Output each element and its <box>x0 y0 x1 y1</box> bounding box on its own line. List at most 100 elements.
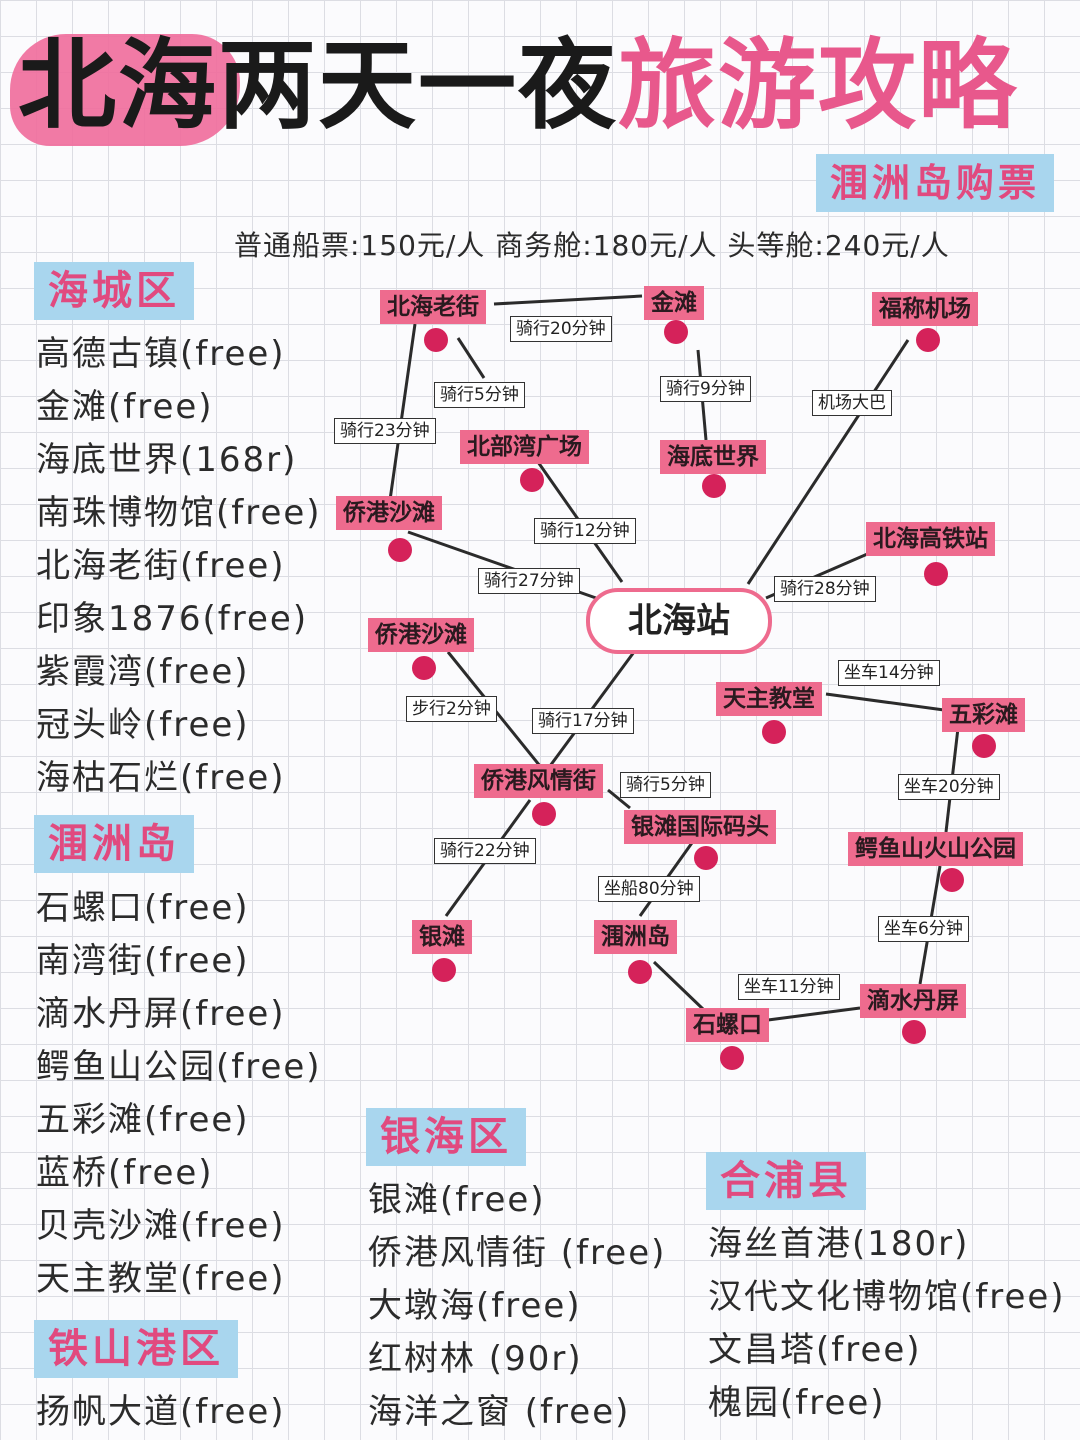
title-black-text: 两天一夜 <box>218 29 619 143</box>
node-qiaogang-beach-2: 侨港沙滩 <box>368 618 474 652</box>
attraction-item: 海底世界(168r) <box>36 440 298 480</box>
node-dot <box>924 562 948 586</box>
edge-label: 坐车20分钟 <box>898 774 1000 800</box>
node-beibu-gulf-square: 北部湾广场 <box>460 430 589 464</box>
district-haicheng-header: 海城区 <box>34 262 194 320</box>
edge-label: 骑行20分钟 <box>510 316 612 342</box>
title-pink-text: 旅游攻略 <box>618 29 1019 143</box>
title-highlight-text: 北海 <box>18 29 219 143</box>
node-shiluokou: 石螺口 <box>686 1008 769 1042</box>
edge-label: 骑行9分钟 <box>660 376 751 402</box>
attraction-item: 文昌塔(free) <box>708 1330 922 1370</box>
edge-line <box>652 960 706 1012</box>
edge-label: 骑行28分钟 <box>774 576 876 602</box>
node-dot <box>916 328 940 352</box>
edge-label: 坐车6分钟 <box>878 916 969 942</box>
node-dot <box>972 734 996 758</box>
node-dot <box>702 474 726 498</box>
ticket-header: 涠洲岛购票 <box>816 154 1055 212</box>
edge-label: 骑行23分钟 <box>334 418 436 444</box>
title-text: 北海两天一夜旅游攻略 <box>18 26 1018 146</box>
node-eyushan-park: 鳄鱼山火山公园 <box>848 832 1023 866</box>
node-jintan: 金滩 <box>644 286 704 320</box>
attraction-item: 紫霞湾(free) <box>36 652 250 692</box>
edge-label: 骑行27分钟 <box>478 568 580 594</box>
attraction-item: 侨港风情街 (free) <box>368 1233 667 1273</box>
attraction-item: 银滩(free) <box>368 1180 546 1220</box>
node-fucheng-airport: 福称机场 <box>872 292 978 326</box>
attraction-item: 汉代文化博物馆(free) <box>708 1277 1066 1317</box>
edge-label: 坐车11分钟 <box>738 974 840 1000</box>
edge-line <box>493 294 643 306</box>
node-dishui-danping: 滴水丹屏 <box>860 984 966 1018</box>
node-dot <box>532 802 556 826</box>
edge-label: 骑行17分钟 <box>532 708 634 734</box>
attraction-item: 高德古镇(free) <box>36 334 286 374</box>
attraction-item: 海枯石烂(free) <box>36 758 286 798</box>
attraction-item: 印象1876(free) <box>36 599 309 639</box>
district-weizhou-header: 涠洲岛 <box>34 815 194 873</box>
attraction-item: 滴水丹屏(free) <box>36 994 286 1034</box>
node-dot <box>694 846 718 870</box>
node-dot <box>388 538 412 562</box>
edge-line <box>607 788 631 810</box>
attraction-item: 南珠博物馆(free) <box>36 493 322 533</box>
node-dot <box>720 1046 744 1070</box>
edge-label: 坐车14分钟 <box>838 660 940 686</box>
edge-label: 骑行12分钟 <box>534 518 636 544</box>
attraction-item: 五彩滩(free) <box>36 1100 250 1140</box>
node-dot <box>940 868 964 892</box>
edge-label: 机场大巴 <box>812 390 892 416</box>
attraction-item: 蓝桥(free) <box>36 1153 214 1193</box>
attraction-item: 贝壳沙滩(free) <box>36 1206 286 1246</box>
district-yinhai-list: 银滩(free)侨港风情街 (free)大墩海(free)红树林 (90r)海洋… <box>368 1174 666 1439</box>
edge-line <box>456 337 486 379</box>
edge-line <box>767 1006 861 1022</box>
edge-label: 骑行5分钟 <box>620 772 711 798</box>
attraction-item: 红树林 (90r) <box>368 1339 583 1379</box>
attraction-item: 海洋之窗 (free) <box>368 1392 631 1432</box>
page-title: 北海两天一夜旅游攻略 <box>0 0 1080 150</box>
node-dot <box>520 468 544 492</box>
district-weizhou-list: 石螺口(free) 南湾街(free) 滴水丹屏(free) 鳄鱼山公园(free) 五… <box>36 882 322 1306</box>
district-hepu-list: 海丝首港(180r) 汉代文化博物馆(free) 文昌塔(free) 槐园(free) <box>708 1218 1066 1430</box>
attraction-item: 鳄鱼山公园(free) <box>36 1047 322 1087</box>
edge-line <box>388 323 417 501</box>
node-dot <box>902 1020 926 1044</box>
edge-label: 坐船80分钟 <box>598 876 700 902</box>
ticket-fares: 普通船票:150元/人 商务舱:180元/人 头等舱:240元/人 <box>234 229 950 262</box>
node-weizhou-island: 涠洲岛 <box>594 920 677 954</box>
node-qiaogang-street: 侨港风情街 <box>474 764 603 798</box>
node-yintan: 银滩 <box>412 920 472 954</box>
node-dot <box>762 720 786 744</box>
node-dot <box>628 960 652 984</box>
attraction-item: 冠头岭(free) <box>36 705 250 745</box>
attraction-item: 石螺口(free) <box>36 888 250 928</box>
attraction-item: 海丝首港(180r) <box>708 1224 970 1264</box>
edge-label: 骑行22分钟 <box>434 838 536 864</box>
attraction-item: 扬帆大道(free) <box>36 1392 286 1432</box>
node-wucaitan: 五彩滩 <box>942 698 1025 732</box>
node-beihai-gaotie: 北海高铁站 <box>866 522 995 556</box>
attraction-item: 北海老街(free) <box>36 546 286 586</box>
edge-label: 骑行5分钟 <box>434 382 525 408</box>
attraction-item: 南湾街(free) <box>36 941 250 981</box>
node-dot <box>424 328 448 352</box>
edge-label: 步行2分钟 <box>406 696 497 722</box>
district-tieshangang-header: 铁山港区 <box>34 1320 238 1378</box>
node-beihai-old-street: 北海老街 <box>380 290 486 324</box>
node-yintan-pier: 银滩国际码头 <box>624 810 776 844</box>
edge-line <box>825 692 945 712</box>
node-qiaogang-beach: 侨港沙滩 <box>336 496 442 530</box>
node-dot <box>432 958 456 982</box>
district-haicheng-list: 高德古镇(free) 金滩(free) 海底世界(168r) 南珠博物馆(free) 北… <box>36 328 322 805</box>
hub-beihai-station: 北海站 <box>586 588 772 654</box>
node-catholic-church: 天主教堂 <box>716 682 822 716</box>
district-yinhai-header: 银海区 <box>366 1108 526 1166</box>
attraction-item: 槐园(free) <box>708 1383 886 1423</box>
district-tieshangang-list: 扬帆大道(free) <box>36 1386 286 1439</box>
attraction-item: 金滩(free) <box>36 387 214 427</box>
district-hepu-header: 合浦县 <box>706 1152 866 1210</box>
node-dot <box>412 656 436 680</box>
